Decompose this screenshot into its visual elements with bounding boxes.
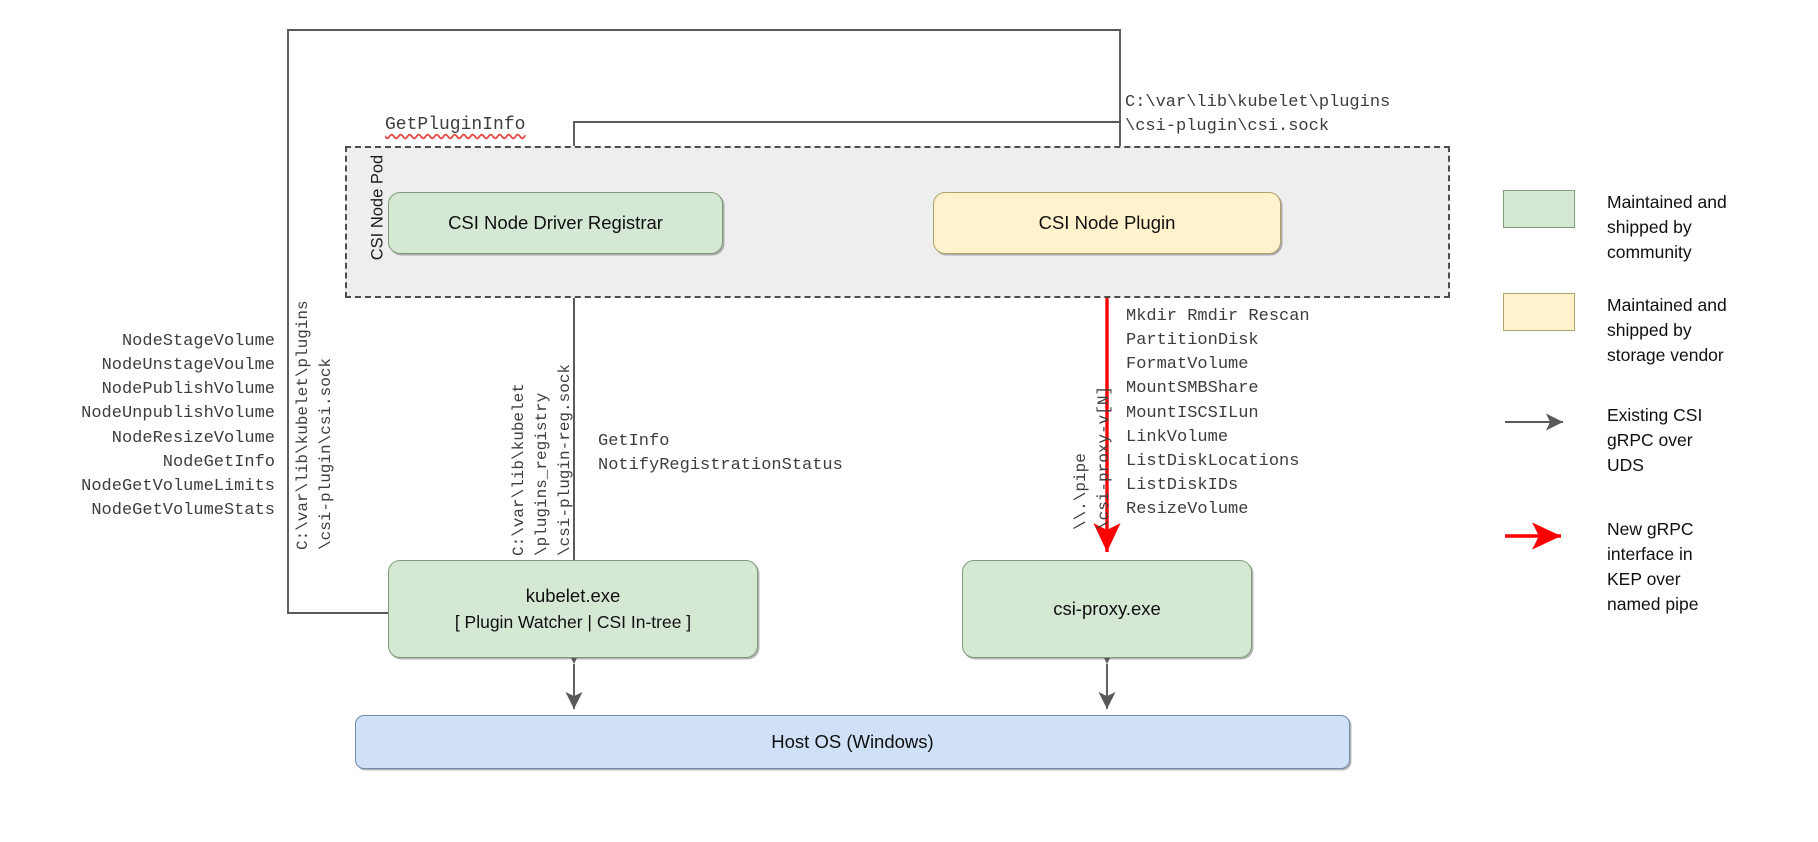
node-csi-node-driver-registrar[interactable]: CSI Node Driver Registrar bbox=[388, 192, 723, 254]
label-vertical-csi-sock-path: C:\var\lib\kubelet\plugins \csi-plugin\c… bbox=[294, 300, 336, 550]
legend-label-new-grpc: New gRPC interface in KEP over named pip… bbox=[1607, 519, 1699, 614]
legend-arrow-new-grpc bbox=[1503, 517, 1575, 555]
node-host-os-label: Host OS (Windows) bbox=[771, 730, 934, 752]
wire-kubelet-to-plugin bbox=[287, 29, 1129, 614]
legend-item-community: Maintained and shipped by community bbox=[1503, 190, 1727, 265]
legend-item-new-grpc: New gRPC interface in KEP over named pip… bbox=[1503, 517, 1698, 616]
legend-arrow-existing-grpc bbox=[1503, 403, 1575, 441]
csi-node-pod-label: CSI Node Pod bbox=[368, 154, 387, 261]
label-registrar-calls: GetInfo NotifyRegistrationStatus bbox=[598, 432, 843, 476]
label-plugin-socket-path: C:\var\lib\kubelet\plugins \csi-plugin\c… bbox=[1125, 93, 1391, 137]
legend-swatch-storage-vendor bbox=[1503, 293, 1575, 331]
node-csi-proxy-exe-label: csi-proxy.exe bbox=[1053, 597, 1161, 619]
label-vertical-plugins-registry-path: C:\var\lib\kubelet \plugins_registry \cs… bbox=[510, 363, 575, 556]
node-csi-node-plugin[interactable]: CSI Node Plugin bbox=[933, 192, 1281, 254]
node-kubelet-exe-sublabel: [ Plugin Watcher | CSI In-tree ] bbox=[454, 611, 692, 632]
node-csi-node-driver-registrar-label: CSI Node Driver Registrar bbox=[448, 211, 663, 233]
legend-item-existing-grpc: Existing CSI gRPC over UDS bbox=[1503, 403, 1702, 478]
node-csi-proxy-exe[interactable]: csi-proxy.exe bbox=[962, 560, 1252, 658]
node-kubelet-exe-label: kubelet.exe bbox=[525, 584, 621, 606]
legend-label-community: Maintained and shipped by community bbox=[1607, 192, 1727, 262]
label-vertical-named-pipe-path: \\.\pipe \csi-proxy-v[N] bbox=[1072, 385, 1114, 530]
label-node-operations: NodeStageVolume NodeUnstageVoulme NodePu… bbox=[81, 332, 275, 520]
legend-swatch-community bbox=[1503, 190, 1575, 228]
node-csi-node-plugin-label: CSI Node Plugin bbox=[1038, 211, 1176, 233]
label-get-plugin-info: GetPluginInfo bbox=[385, 115, 526, 135]
label-csi-proxy-apis: Mkdir Rmdir Rescan PartitionDisk FormatV… bbox=[1126, 307, 1310, 519]
node-host-os[interactable]: Host OS (Windows) bbox=[355, 715, 1350, 769]
node-kubelet-exe[interactable]: kubelet.exe [ Plugin Watcher | CSI In-tr… bbox=[388, 560, 758, 658]
legend-label-storage-vendor: Maintained and shipped by storage vendor bbox=[1607, 295, 1727, 365]
legend-item-storage-vendor: Maintained and shipped by storage vendor bbox=[1503, 293, 1727, 368]
legend-label-existing-grpc: Existing CSI gRPC over UDS bbox=[1607, 405, 1703, 475]
